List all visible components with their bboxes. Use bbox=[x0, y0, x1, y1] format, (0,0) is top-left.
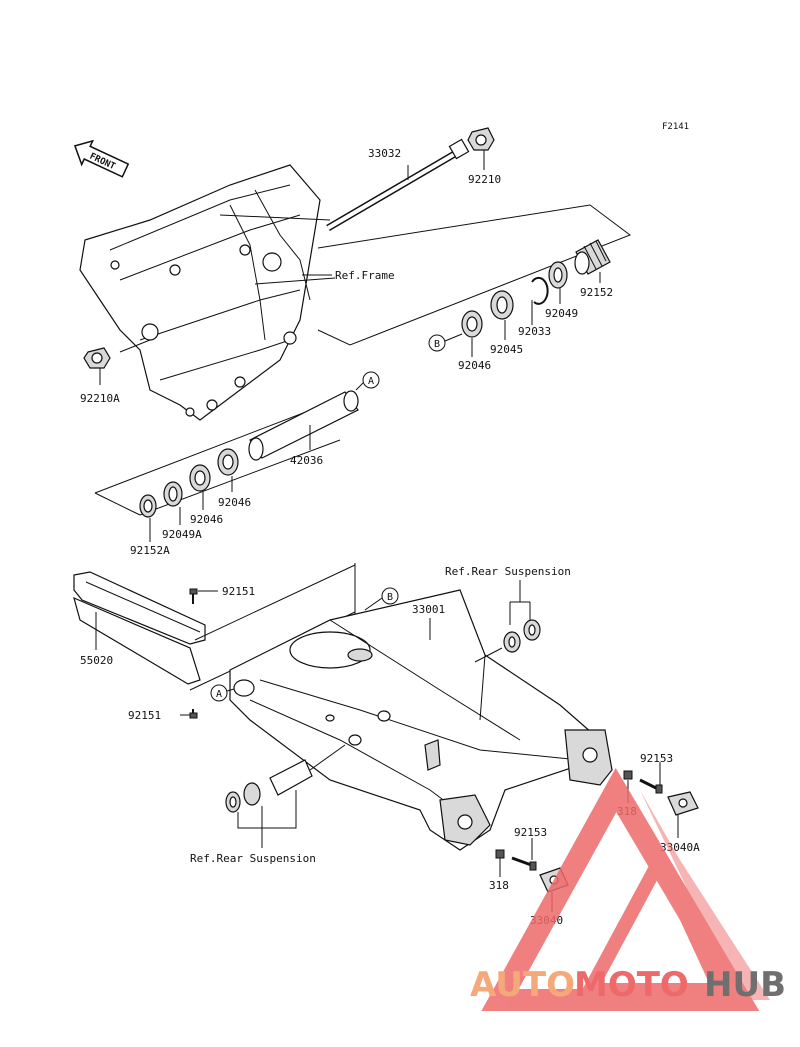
figure-id: F2141 bbox=[662, 122, 689, 132]
watermark-hub: HUB bbox=[704, 965, 786, 1005]
seal-92049a bbox=[163, 481, 183, 507]
nut-92210a bbox=[83, 347, 111, 369]
bearing-92046-a bbox=[217, 448, 239, 476]
part-92046-a: 92046 bbox=[218, 496, 251, 509]
front-arrow-icon: FRONT bbox=[73, 139, 130, 178]
part-92153-right: 92153 bbox=[640, 752, 673, 765]
callout-b-lower-label: B bbox=[387, 592, 393, 603]
bolt-92153-right bbox=[639, 778, 663, 794]
ref-frame: Ref.Frame bbox=[335, 269, 395, 282]
collar-rear-susp-top bbox=[503, 619, 541, 653]
ref-rear-suspension-top: Ref.Rear Suspension bbox=[445, 565, 571, 578]
collar-rear-susp-bottom bbox=[225, 759, 313, 813]
automotohub-watermark-logo bbox=[481, 767, 770, 1011]
watermark-auto: AUTO bbox=[470, 965, 575, 1005]
nut-318-bottom bbox=[495, 849, 505, 859]
bearing-92046-top bbox=[461, 310, 483, 338]
bolt-92151-bottom bbox=[189, 709, 198, 719]
bearing-92045 bbox=[490, 290, 514, 320]
part-92033: 92033 bbox=[518, 325, 551, 338]
frame-illustration bbox=[79, 164, 321, 421]
part-42036: 42036 bbox=[290, 454, 323, 467]
part-92210: 92210 bbox=[468, 173, 501, 186]
sleeve-92152 bbox=[574, 239, 611, 275]
circlip-92033 bbox=[531, 276, 549, 305]
part-92049: 92049 bbox=[545, 307, 578, 320]
part-318-bottom: 318 bbox=[489, 879, 509, 892]
nut-318-right bbox=[623, 770, 633, 780]
callout-b-lower bbox=[381, 587, 399, 605]
collar-42036 bbox=[248, 390, 359, 461]
adjuster-33040a bbox=[667, 791, 699, 816]
bearing-92046-b bbox=[189, 464, 211, 492]
part-55020: 55020 bbox=[80, 654, 113, 667]
sleeve-92152a bbox=[139, 494, 157, 518]
bolt-92153-bottom bbox=[511, 856, 537, 871]
part-92045: 92045 bbox=[490, 343, 523, 356]
seal-92049 bbox=[548, 261, 568, 289]
watermark-moto: MOTO bbox=[574, 965, 689, 1005]
callout-a-lower-label: A bbox=[216, 689, 222, 700]
bolt-92151-top bbox=[189, 588, 198, 604]
part-92151-bottom: 92151 bbox=[128, 709, 161, 722]
part-92151-top: 92151 bbox=[222, 585, 255, 598]
callout-b-top bbox=[428, 334, 446, 352]
part-92152a: 92152A bbox=[130, 544, 170, 557]
nut-92210 bbox=[467, 127, 495, 151]
callout-a-mid-label: A bbox=[368, 376, 374, 387]
callout-a-mid bbox=[362, 371, 380, 389]
swingarm-33001 bbox=[229, 589, 613, 851]
part-92152: 92152 bbox=[580, 286, 613, 299]
chain-guard-55020 bbox=[73, 571, 206, 685]
callout-b-top-label: B bbox=[434, 339, 440, 350]
ref-rear-suspension-bottom: Ref.Rear Suspension bbox=[190, 852, 316, 865]
part-92049a: 92049A bbox=[162, 528, 202, 541]
part-92210a: 92210A bbox=[80, 392, 120, 405]
callout-a-lower bbox=[210, 684, 228, 702]
part-92046-b: 92046 bbox=[190, 513, 223, 526]
part-33032: 33032 bbox=[368, 147, 401, 160]
pivot-shaft-33032 bbox=[326, 138, 470, 232]
part-92046-top: 92046 bbox=[458, 359, 491, 372]
part-92153-bottom: 92153 bbox=[514, 826, 547, 839]
part-33001: 33001 bbox=[412, 603, 445, 616]
